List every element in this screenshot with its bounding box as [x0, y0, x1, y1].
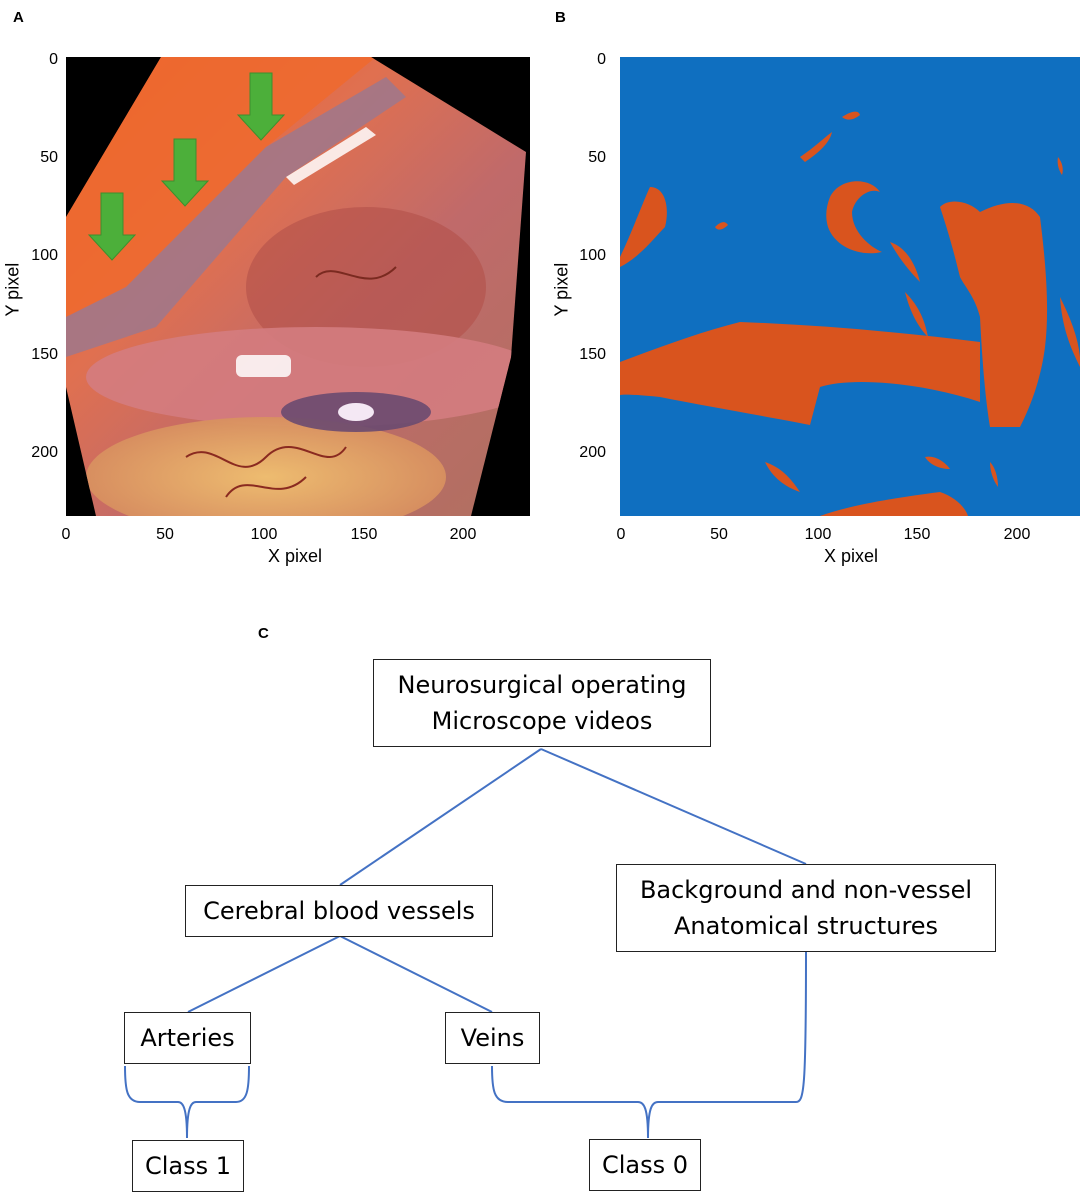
- panel-b-xtick: 150: [903, 526, 931, 543]
- connector-vessels-veins: [339, 935, 493, 1013]
- panel-a-ytick: 100: [31, 247, 58, 264]
- node-root-line1: Neurosurgical operating: [397, 671, 687, 699]
- panel-b-xtick: 0: [616, 526, 626, 543]
- panel-a-xtick: 0: [61, 526, 71, 543]
- panel-letter-c: C: [258, 625, 269, 642]
- brace-class0: [491, 951, 807, 1139]
- node-class1-label: Class 1: [144, 1152, 232, 1180]
- node-root: Neurosurgical operating Microscope video…: [373, 659, 711, 747]
- panel-a-ytick: 200: [31, 444, 58, 461]
- node-veins: Veins: [445, 1012, 540, 1064]
- segmentation-mask-svg: [620, 57, 1080, 516]
- panel-a-ytick: 150: [31, 346, 58, 363]
- panel-b-mask: [620, 57, 1080, 516]
- microscope-frame-svg: [66, 57, 530, 516]
- node-background-line2: Anatomical structures: [673, 912, 939, 940]
- panel-a-ytick: 50: [40, 149, 58, 166]
- node-root-line2: Microscope videos: [431, 707, 653, 735]
- panel-b-ytick: 100: [579, 247, 606, 264]
- panel-b-ytick: 0: [597, 51, 606, 68]
- panel-a-xlabel: X pixel: [268, 546, 323, 566]
- brace-class1: [124, 1065, 250, 1139]
- connector-root-vessels: [339, 748, 542, 886]
- connector-root-background: [540, 748, 807, 865]
- panel-b-ytick: 50: [588, 149, 606, 166]
- panel-a-xtick: 200: [449, 526, 477, 543]
- node-vessels-label: Cerebral blood vessels: [203, 897, 475, 925]
- node-class-0: Class 0: [589, 1139, 701, 1191]
- panel-letter-a: A: [13, 9, 24, 26]
- panel-a-xtick: 150: [350, 526, 378, 543]
- panel-a-ytick: 0: [49, 51, 58, 68]
- node-arteries-label: Arteries: [140, 1024, 235, 1052]
- panel-a-xtick: 100: [250, 526, 278, 543]
- panel-b-xtick: 50: [710, 526, 728, 543]
- node-cerebral-blood-vessels: Cerebral blood vessels: [185, 885, 493, 937]
- green-arrows: [87, 72, 286, 261]
- node-veins-label: Veins: [460, 1024, 525, 1052]
- panel-a-xtick: 50: [156, 526, 174, 543]
- panel-a-image: [66, 57, 530, 516]
- node-background-line1: Background and non-vessel: [639, 876, 973, 904]
- panel-b-xtick: 200: [1003, 526, 1031, 543]
- panel-letter-b: B: [555, 9, 566, 26]
- panel-b-ytick: 200: [579, 444, 606, 461]
- panel-b-ytick: 150: [579, 346, 606, 363]
- panel-b-xtick: 100: [804, 526, 832, 543]
- connector-vessels-arteries: [187, 935, 341, 1013]
- node-class0-label: Class 0: [601, 1151, 689, 1179]
- node-arteries: Arteries: [124, 1012, 251, 1064]
- panel-b-xlabel: X pixel: [824, 546, 879, 566]
- vessel-regions: [620, 111, 1080, 516]
- node-background: Background and non-vessel Anatomical str…: [616, 864, 996, 952]
- node-class-1: Class 1: [132, 1140, 244, 1192]
